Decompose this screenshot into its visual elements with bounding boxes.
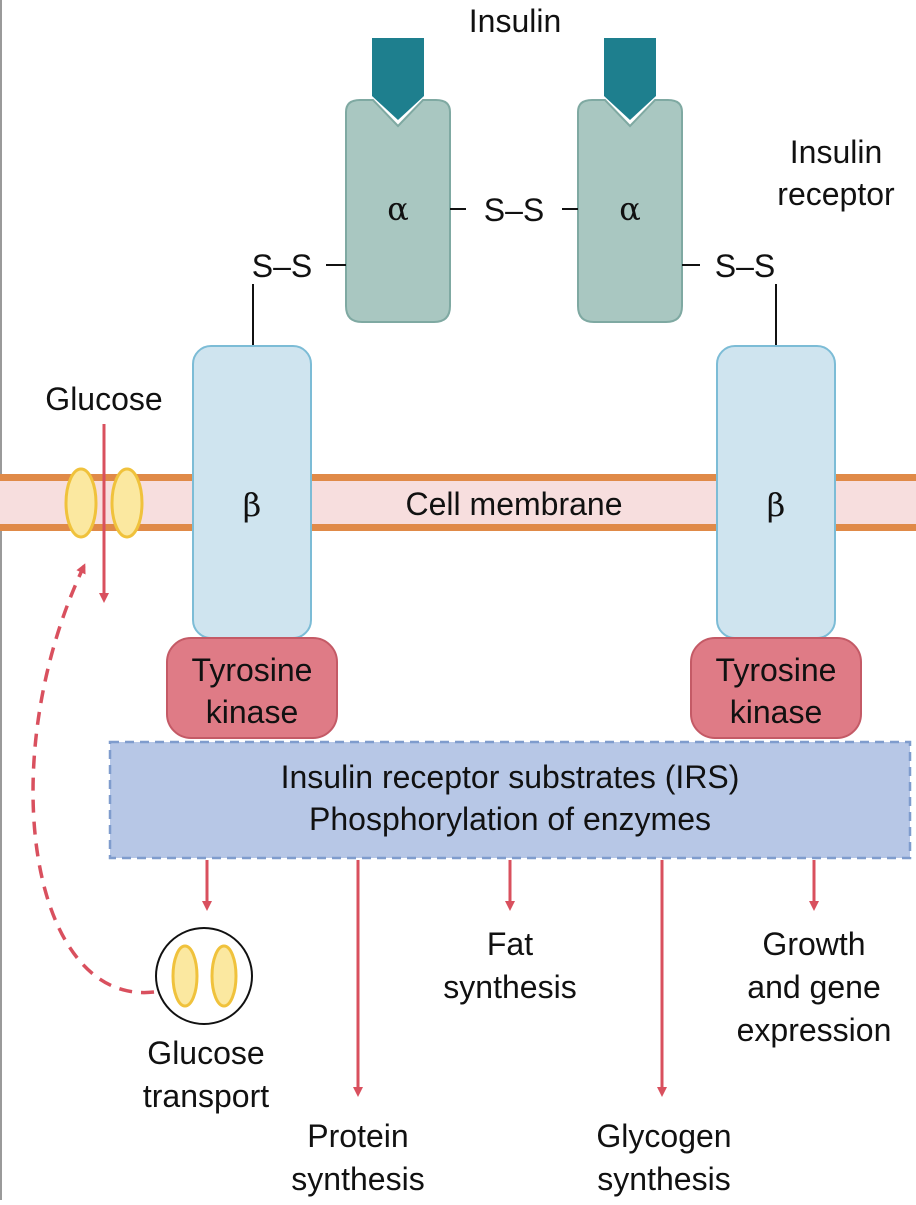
insulin-receptor-label-line2: receptor xyxy=(777,176,895,212)
protein-synthesis-label-line2: synthesis xyxy=(291,1161,424,1197)
alpha-subunit-right-shape xyxy=(577,99,683,323)
tyrosine-kinase-left-shape xyxy=(166,637,338,739)
disulfide-bond-right: S–S xyxy=(715,248,775,284)
tyrosine-kinase-right-shape xyxy=(690,637,862,739)
insulin-receptor-label-line1: Insulin xyxy=(790,134,883,170)
glycogen-synthesis-label-line1: Glycogen xyxy=(596,1118,731,1154)
tyrosine-kinase-right: Tyrosine kinase xyxy=(690,637,862,739)
tyrosine-kinase-left: Tyrosine kinase xyxy=(166,637,338,739)
glucose-transport-label-line1: Glucose xyxy=(147,1035,264,1071)
alpha-subunit-right: α xyxy=(577,99,683,323)
growth-label-line3: expression xyxy=(737,1012,892,1048)
glucose-transporter-membrane xyxy=(64,467,144,539)
vesicle-circle xyxy=(155,927,253,1025)
vesicle-transporter-left xyxy=(171,944,199,1008)
alpha-subunit-left-shape xyxy=(345,99,451,323)
beta-subunit-right: β xyxy=(716,345,836,639)
glucose-transport-label-line2: transport xyxy=(143,1078,269,1114)
protein-synthesis-label-line1: Protein xyxy=(307,1118,408,1154)
glucose-label: Glucose xyxy=(45,381,162,417)
irs-label-line2: Phosphorylation of enzymes xyxy=(309,801,711,837)
growth-label-line1: Growth xyxy=(762,926,865,962)
alpha-label-left: α xyxy=(387,190,409,228)
beta-label-left: β xyxy=(243,486,262,524)
insulin-label: Insulin xyxy=(469,3,562,39)
alpha-subunit-left: α xyxy=(345,99,451,323)
tyrosine-kinase-left-line2: kinase xyxy=(206,694,299,730)
beta-label-right: β xyxy=(767,486,786,524)
transporter-left-half xyxy=(64,467,98,539)
cell-membrane-label: Cell membrane xyxy=(406,486,623,522)
alpha-label-right: α xyxy=(619,190,641,228)
disulfide-bond-center: S–S xyxy=(484,192,544,228)
tyrosine-kinase-right-line2: kinase xyxy=(730,694,823,730)
membrane-bottom-line xyxy=(0,524,916,531)
glycogen-synthesis-label-line2: synthesis xyxy=(597,1161,730,1197)
disulfide-bond-left: S–S xyxy=(252,248,312,284)
glucose-transport-vesicle xyxy=(155,927,253,1025)
insulin-molecule-left xyxy=(372,38,424,120)
transporter-right-half xyxy=(110,467,144,539)
vesicle-transporter-right xyxy=(210,944,238,1008)
membrane-top-line xyxy=(0,474,916,481)
irs-label-line1: Insulin receptor substrates (IRS) xyxy=(281,759,740,795)
tyrosine-kinase-left-line1: Tyrosine xyxy=(192,652,313,688)
irs-box: Insulin receptor substrates (IRS) Phosph… xyxy=(108,740,912,860)
growth-label-line2: and gene xyxy=(747,969,880,1005)
irs-box-shape xyxy=(108,740,912,860)
beta-subunit-left: β xyxy=(192,345,312,639)
fat-synthesis-label-line1: Fat xyxy=(487,926,533,962)
insulin-molecule-right xyxy=(604,38,656,120)
fat-synthesis-label-line2: synthesis xyxy=(443,969,576,1005)
transporter-recycling-arrow xyxy=(31,563,155,995)
tyrosine-kinase-right-line1: Tyrosine xyxy=(716,652,837,688)
